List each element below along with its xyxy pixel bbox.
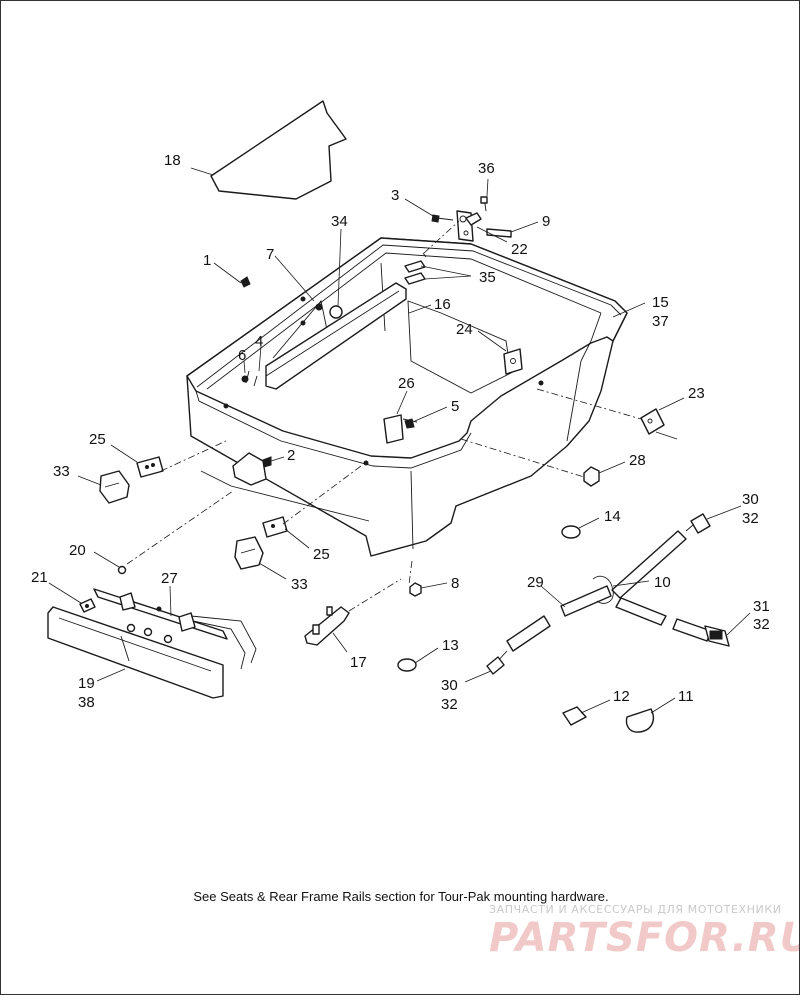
part-light-bracket	[93, 588, 257, 670]
part-latch	[232, 452, 272, 486]
callout-1: 1	[203, 252, 211, 269]
callout-37: 37	[652, 313, 669, 330]
part-case-hardware	[240, 276, 343, 387]
part-lower-trim	[47, 606, 224, 699]
callout-31: 31	[753, 598, 770, 615]
part-lid-liner	[210, 100, 347, 200]
callout-5: 5	[451, 398, 459, 415]
callout-23: 23	[688, 385, 705, 402]
callout-9: 9	[542, 213, 550, 230]
callout-13: 13	[442, 637, 459, 654]
part-clip-21	[79, 598, 96, 613]
part-tour-pak-case	[186, 237, 628, 557]
callout-26: 26	[398, 375, 415, 392]
callout-19: 19	[78, 675, 95, 692]
callout-7: 7	[266, 246, 274, 263]
callout-32-middle: 32	[753, 616, 770, 633]
part-nut-8	[409, 582, 422, 597]
callout-14: 14	[604, 508, 621, 525]
callout-2: 2	[287, 447, 295, 464]
callout-27: 27	[161, 570, 178, 587]
callout-16: 16	[434, 296, 451, 313]
callout-35: 35	[479, 269, 496, 286]
callout-25-upper: 25	[89, 431, 106, 448]
callout-11: 11	[678, 688, 694, 705]
assembly-lines	[126, 220, 642, 612]
callout-22: 22	[511, 241, 528, 258]
part-plugs	[397, 525, 581, 672]
callout-25-lower: 25	[313, 546, 330, 563]
part-bumper-20	[117, 565, 127, 575]
part-bracket-17	[304, 606, 350, 646]
callout-36: 36	[478, 160, 495, 177]
watermark-logo: PARTSFOR.RU	[489, 915, 800, 961]
part-pads	[99, 456, 288, 570]
callout-38: 38	[78, 694, 95, 711]
callout-3: 3	[391, 187, 399, 204]
watermark-caption: ЗАПЧАСТИ И АКСЕССУАРЫ ДЛЯ МОТОТЕХНИКИ	[489, 903, 782, 916]
callout-18: 18	[164, 152, 181, 169]
callout-33-upper: 33	[53, 463, 70, 480]
callout-34: 34	[331, 213, 348, 230]
callout-15: 15	[652, 294, 669, 311]
callout-33-lower: 33	[291, 576, 308, 593]
callout-20: 20	[69, 542, 86, 559]
part-bracket-26	[383, 414, 418, 444]
part-hinge-plate	[640, 408, 678, 440]
callout-6: 6	[238, 347, 246, 364]
callout-17: 17	[350, 654, 367, 671]
part-clamps	[562, 706, 655, 733]
part-wiring-harness	[486, 513, 730, 675]
part-nut-28	[583, 466, 600, 487]
callout-4: 4	[255, 333, 263, 350]
callout-28: 28	[629, 452, 646, 469]
footnote: See Seats & Rear Frame Rails section for…	[193, 889, 609, 904]
callout-10: 10	[654, 574, 671, 591]
part-divider	[265, 282, 407, 390]
callout-8: 8	[451, 575, 459, 592]
callout-30-lower: 30	[441, 677, 458, 694]
leader-lines	[48, 167, 751, 714]
callout-12: 12	[613, 688, 630, 705]
callout-labels: 18 36 3 9 22 34 1 7 35 16 15 37 24 6 4 2…	[31, 152, 770, 713]
callout-32-upper: 32	[742, 510, 759, 527]
callout-30-upper: 30	[742, 491, 759, 508]
part-bracket-24	[503, 348, 523, 375]
callout-29: 29	[527, 574, 544, 591]
callout-24: 24	[456, 321, 473, 338]
callout-21: 21	[31, 569, 48, 586]
callout-32-lower: 32	[441, 696, 458, 713]
part-hinge	[431, 196, 512, 242]
